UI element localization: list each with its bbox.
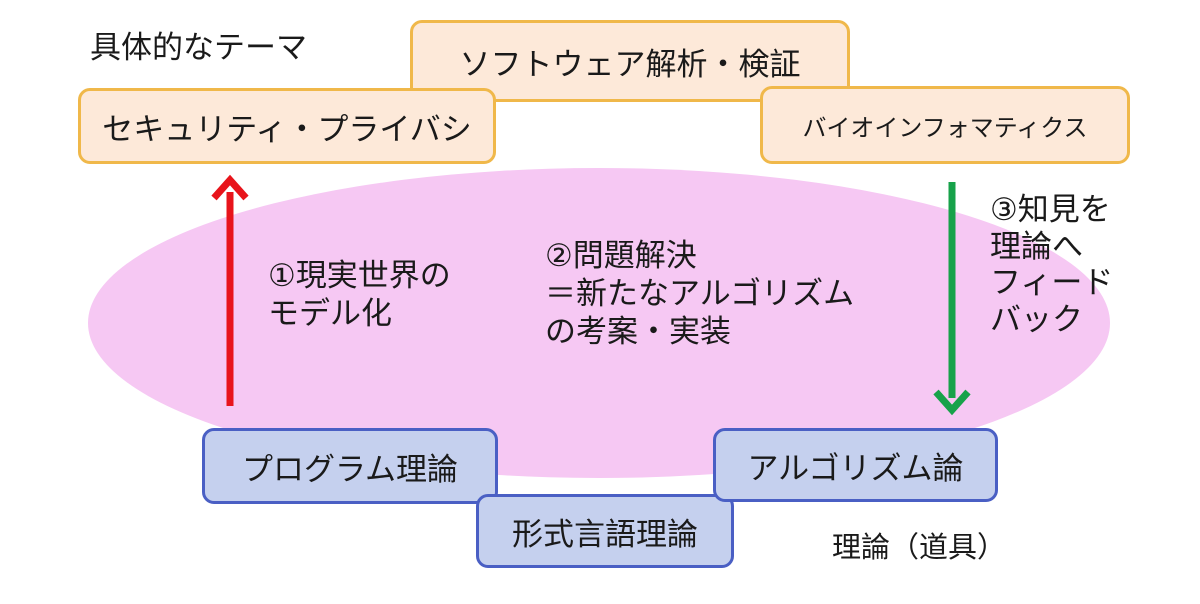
step3-line: バック	[990, 301, 1083, 338]
step2-line: の考案・実装	[545, 313, 731, 350]
theory-program-label: プログラム理論	[241, 451, 459, 488]
step1-line: モデル化	[268, 295, 392, 332]
step1-line: ①現実世界の	[268, 258, 451, 294]
theory-algorithm-label: アルゴリズム論	[747, 450, 964, 487]
step3-line: フィード	[990, 265, 1114, 302]
step3-feedback-text: ③知見を 理論へ フィード バック	[990, 192, 1113, 338]
modeling-up-arrow	[211, 174, 249, 406]
theory-program: プログラム理論	[202, 428, 498, 504]
theme-bioinformatics: バイオインフォマティクス	[760, 86, 1130, 164]
theory-caption: 理論（道具）	[832, 530, 1007, 564]
step2-line: ＝新たなアルゴリズム	[545, 275, 855, 312]
step3-line: 理論へ	[990, 228, 1083, 265]
theory-formal-language: 形式言語理論	[476, 494, 734, 568]
theory-formal-label: 形式言語理論	[512, 516, 698, 553]
theme-software-label: ソフトウェア解析・検証	[459, 46, 801, 83]
theme-bio-label: バイオインフォマティクス	[802, 113, 1088, 142]
theme-security-label: セキュリティ・プライバシ	[102, 111, 472, 148]
step2-problem-solving-text: ②問題解決 ＝新たなアルゴリズム の考案・実装	[545, 238, 854, 351]
themes-heading: 具体的なテーマ	[90, 30, 307, 66]
theme-security-privacy: セキュリティ・プライバシ	[78, 88, 496, 164]
feedback-down-arrow	[933, 182, 971, 416]
theory-algorithm: アルゴリズム論	[713, 428, 998, 502]
step3-line: ③知見を	[990, 192, 1111, 228]
problem-solving-ellipse	[88, 168, 1110, 478]
step2-line: ②問題解決	[545, 238, 697, 274]
step1-modeling-text: ①現実世界の モデル化	[268, 258, 451, 334]
